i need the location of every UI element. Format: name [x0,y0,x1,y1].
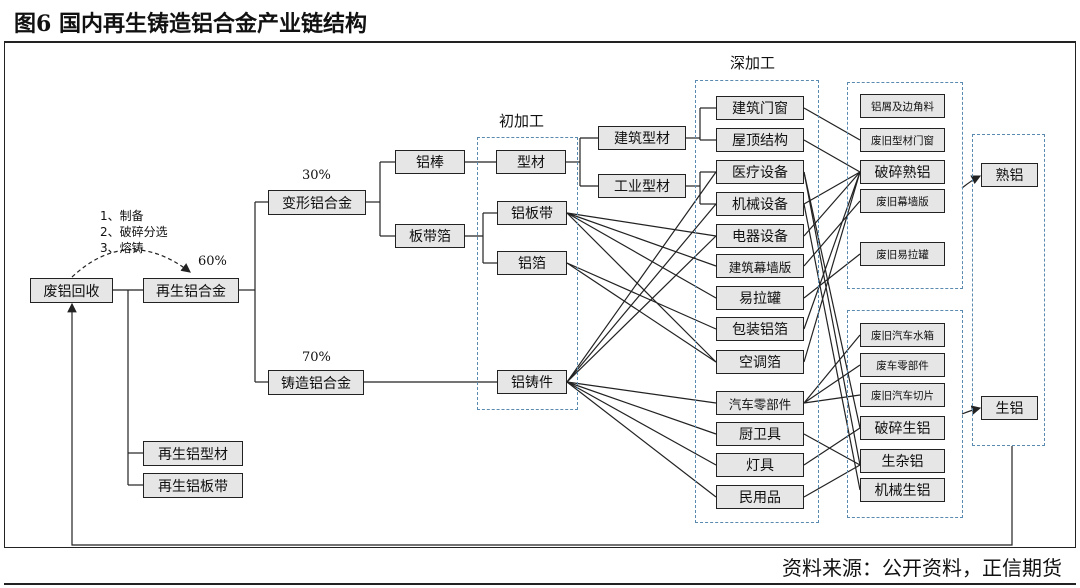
step-2: 2、破碎分选 [100,225,168,239]
deep-item-6: 建筑幕墙版 [716,254,804,278]
scrap-item-6: 废旧汽车水箱 [860,323,945,347]
mature-scrap-group [847,82,963,289]
node-rod: 铝棒 [395,150,465,174]
deep-item-5: 电器设备 [716,224,804,248]
top-rule [4,41,1076,43]
scrap-item-4: 废旧幕墙版 [860,189,945,213]
scrap-item-11: 机械生铝 [860,478,945,502]
output-mature-aluminum: 熟铝 [981,163,1038,187]
node-waste-recycling: 废铝回收 [30,278,113,303]
source-note: 资料来源：公开资料，正信期货 [782,556,1062,580]
scrap-item-2: 废旧型材门窗 [860,128,945,152]
scrap-item-10: 生杂铝 [860,449,945,473]
node-plate-strip: 铝板带 [497,201,567,225]
step-3: 3、熔铸 [100,241,144,255]
deep-item-12: 灯具 [716,453,804,477]
scrap-item-1: 铝屑及边角料 [860,94,945,118]
node-sheet-foil: 板带箔 [395,224,465,248]
deep-item-9: 空调箔 [716,350,804,374]
percent-60: 60% [198,254,227,269]
node-recycled-profile: 再生铝型材 [143,441,243,466]
bottom-rule [4,583,1076,585]
node-xingcai: 型材 [496,150,566,174]
deep-item-10: 汽车零部件 [716,391,804,415]
primary-processing-label: 初加工 [499,112,545,130]
node-recycled-alloy: 再生铝合金 [143,278,239,303]
node-building-profile: 建筑型材 [598,126,686,150]
output-group [972,134,1045,446]
divider-rule [4,547,1076,548]
output-raw-aluminum: 生铝 [981,396,1038,420]
deep-item-3: 医疗设备 [716,160,804,184]
node-recycled-strip: 再生铝板带 [143,473,243,498]
node-deformed-alloy: 变形铝合金 [268,190,366,215]
deep-processing-label: 深加工 [730,54,776,72]
deep-item-11: 厨卫具 [716,422,804,446]
scrap-item-5: 废旧易拉罐 [860,242,945,266]
deep-item-7: 易拉罐 [716,286,804,310]
scrap-item-7: 废车零部件 [860,353,945,377]
node-industrial-profile: 工业型材 [598,174,686,198]
node-foil: 铝箔 [497,251,567,275]
left-border [4,43,5,547]
figure-title: 图6 国内再生铸造铝合金产业链结构 [14,11,367,37]
right-border [1075,43,1076,547]
deep-item-4: 机械设备 [716,192,804,216]
raw-scrap-group [847,310,963,518]
deep-processing-group [695,80,819,523]
scrap-item-9: 破碎生铝 [860,416,945,440]
deep-item-1: 建筑门窗 [716,96,804,120]
primary-processing-group [477,137,578,410]
percent-70: 70% [302,350,331,365]
percent-30: 30% [302,168,331,183]
node-cast-alloy: 铸造铝合金 [268,370,364,395]
deep-item-8: 包装铝箔 [716,317,804,341]
scrap-item-3: 破碎熟铝 [860,160,945,184]
step-1: 1、制备 [100,209,144,223]
deep-item-13: 民用品 [716,485,804,509]
scrap-item-8: 废旧汽车切片 [860,383,945,407]
node-casting: 铝铸件 [497,370,567,394]
deep-item-2: 屋顶结构 [716,128,804,152]
